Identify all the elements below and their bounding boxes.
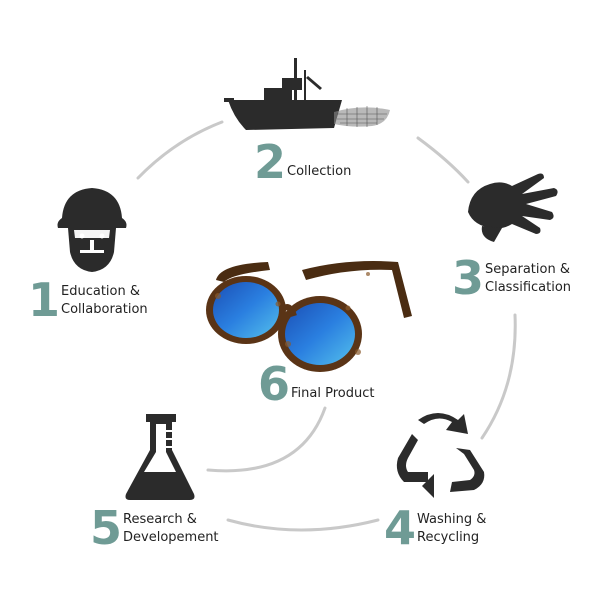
sunglasses-product-image: [206, 261, 412, 372]
ring-arc-3-4: [480, 313, 517, 440]
step-3-separation-classification: 3 Separation & Classification: [452, 251, 572, 305]
step-6-final-product: 6 Final Product: [258, 357, 375, 411]
step-number: 6: [258, 357, 291, 411]
ring-arc-2-3: [416, 136, 470, 184]
lab-flask-icon: [125, 414, 195, 500]
step-label: Collection: [287, 164, 352, 179]
step-1-education-collaboration: 1 Education & Collaboration: [28, 273, 148, 327]
step-number: 4: [384, 501, 417, 555]
step-number: 5: [90, 501, 123, 555]
recycle-arrows-icon: [396, 413, 485, 498]
step-4-washing-recycling: 4 Washing & Recycling: [384, 501, 487, 555]
step-label: Final Product: [291, 386, 375, 401]
step-2-collection: 2 Collection: [254, 135, 352, 189]
step-label: Research & Developement: [123, 512, 219, 545]
step-label: Separation & Classification: [485, 262, 572, 295]
ring-arc-1-2: [136, 120, 224, 180]
grabbing-hand-icon: [468, 173, 558, 242]
step-5-research-development: 5 Research & Developement: [90, 501, 219, 555]
step-label: Education & Collaboration: [61, 284, 148, 317]
step-number: 1: [28, 273, 61, 327]
ring-arc-4-5: [226, 518, 380, 532]
step-number: 3: [452, 251, 485, 305]
step-label: Washing & Recycling: [417, 512, 487, 545]
ring-arc-6-5: [206, 406, 327, 473]
fisherman-face-icon: [57, 188, 127, 272]
fishing-boat-icon: [224, 58, 390, 130]
step-number: 2: [254, 135, 287, 189]
